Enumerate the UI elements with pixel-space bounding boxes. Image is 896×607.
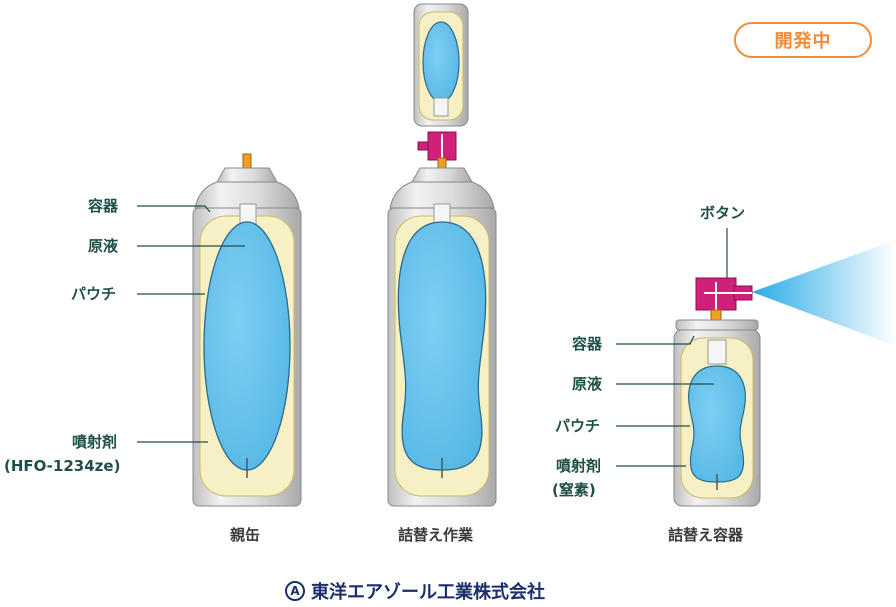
spray-plume xyxy=(752,240,896,346)
label-pouch-right: パウチ xyxy=(555,417,600,435)
refill-top-liquid xyxy=(422,21,460,103)
label-container-left: 容器 xyxy=(87,197,119,215)
company-name: 東洋エアゾール工業株式会社 xyxy=(311,582,545,603)
caption-refill-process: 詰替え作業 xyxy=(398,526,474,544)
company-logo: A 東洋エアゾール工業株式会社 xyxy=(285,578,545,604)
parent-can xyxy=(192,153,302,507)
parent-can-nozzle xyxy=(242,153,252,169)
label-propellant-detail-right: (窒素) xyxy=(552,481,596,499)
development-badge: 開発中 xyxy=(734,22,872,58)
parent-can-cap xyxy=(216,167,278,183)
refill-container xyxy=(673,240,896,507)
parent-can-liquid xyxy=(203,221,291,471)
company-logo-mark: A xyxy=(285,581,305,601)
label-pouch-left: パウチ xyxy=(71,285,116,303)
label-propellant-right: 噴射剤 xyxy=(556,457,601,475)
label-propellant-detail-left: (HFO-1234ze) xyxy=(4,457,120,475)
refill-can-liquid xyxy=(397,221,487,471)
refill-container-lid xyxy=(675,319,759,331)
caption-refill-container: 詰替え容器 xyxy=(668,526,744,544)
refill-process xyxy=(387,3,497,507)
label-button-right: ボタン xyxy=(700,204,745,222)
parent-can-shoulder xyxy=(194,181,300,209)
label-propellant-left: 噴射剤 xyxy=(72,433,117,451)
label-liquid-left: 原液 xyxy=(88,237,119,255)
caption-parent-can: 親缶 xyxy=(230,526,260,544)
label-liquid-right: 原液 xyxy=(572,375,603,393)
development-badge-text: 開発中 xyxy=(774,31,832,52)
label-container-right: 容器 xyxy=(571,335,603,353)
